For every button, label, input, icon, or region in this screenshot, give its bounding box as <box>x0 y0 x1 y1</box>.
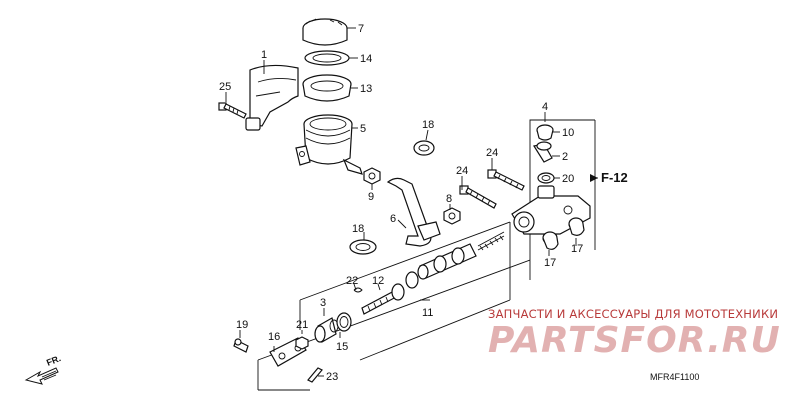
ref-label: F-12 <box>601 170 628 185</box>
joint-cap-10 <box>536 124 554 141</box>
callout-21: 21 <box>296 319 308 331</box>
callout-17-right: 17 <box>571 243 583 255</box>
callout-14: 14 <box>360 53 372 65</box>
nut-8 <box>443 207 461 225</box>
reservoir-body <box>295 114 363 175</box>
reservoir-cover <box>245 64 299 131</box>
hose <box>386 177 441 247</box>
group-bracket-11 <box>299 221 511 361</box>
callout-numbers: 7 14 13 5 1 25 18 9 6 18 24 24 8 4 10 2 … <box>219 23 583 383</box>
callout-9: 9 <box>368 191 374 203</box>
reservoir-cap <box>302 18 348 46</box>
bushing-left <box>542 231 559 250</box>
callout-3: 3 <box>320 297 326 309</box>
callout-13: 13 <box>360 83 372 95</box>
diaphragm <box>302 74 352 102</box>
callout-16: 16 <box>268 331 280 343</box>
o-ring-15 <box>336 312 352 332</box>
watermark-logo: PARTSFOR.RU <box>488 320 781 361</box>
bolt-25 <box>218 102 247 119</box>
bolt-24-upper <box>487 169 525 191</box>
callout-22: 23 <box>326 371 338 383</box>
pin-19 <box>233 338 249 353</box>
callout-15: 15 <box>336 341 348 353</box>
piston <box>417 243 477 280</box>
callout-24-right: 24 <box>486 147 498 159</box>
callout-8: 8 <box>446 193 452 205</box>
hose-clamp-lower <box>349 239 377 255</box>
diaphragm-plate <box>304 50 350 66</box>
callout-18-upper: 18 <box>422 119 434 131</box>
piston-spring <box>477 231 505 251</box>
piston-cup <box>405 271 419 289</box>
callout-12: 12 <box>372 275 384 287</box>
callout-18-lower: 18 <box>352 223 364 235</box>
diagram-code: MFR4F1100 <box>650 372 699 382</box>
hose-clamp-upper <box>413 140 435 156</box>
assembly-outline <box>257 119 596 391</box>
cotter-pin-22 <box>307 367 323 383</box>
callout-24-left: 24 <box>456 165 468 177</box>
joint-2 <box>533 141 553 163</box>
front-label: FR. <box>45 353 62 368</box>
callout-4: 4 <box>542 101 548 113</box>
push-rod-12 <box>361 283 405 315</box>
ref-arrow <box>590 174 598 182</box>
callout-7: 7 <box>358 23 364 35</box>
callout-19: 19 <box>236 319 248 331</box>
boot-3 <box>314 317 339 343</box>
joint-nut-9 <box>363 167 381 185</box>
front-direction-arrow <box>24 367 59 385</box>
callout-25: 25 <box>219 81 231 93</box>
callout-20: 20 <box>562 173 574 185</box>
bushing-right <box>568 217 585 236</box>
callout-6: 6 <box>390 213 396 225</box>
o-ring-20 <box>537 172 555 184</box>
callout-11: 11 <box>422 307 433 319</box>
circlip-23 <box>353 287 363 293</box>
nut-21 <box>295 336 309 350</box>
callout-17-left: 17 <box>544 257 556 269</box>
callout-5: 5 <box>360 123 366 135</box>
callout-23: 22 <box>346 275 358 287</box>
callout-2: 2 <box>562 151 568 163</box>
callout-10: 10 <box>562 127 574 139</box>
watermark-tagline: ЗАПЧАСТИ И АКСЕССУАРЫ ДЛЯ МОТОТЕХНИКИ <box>488 307 778 321</box>
bolt-24-lower <box>459 185 497 209</box>
callout-1: 1 <box>261 49 267 61</box>
